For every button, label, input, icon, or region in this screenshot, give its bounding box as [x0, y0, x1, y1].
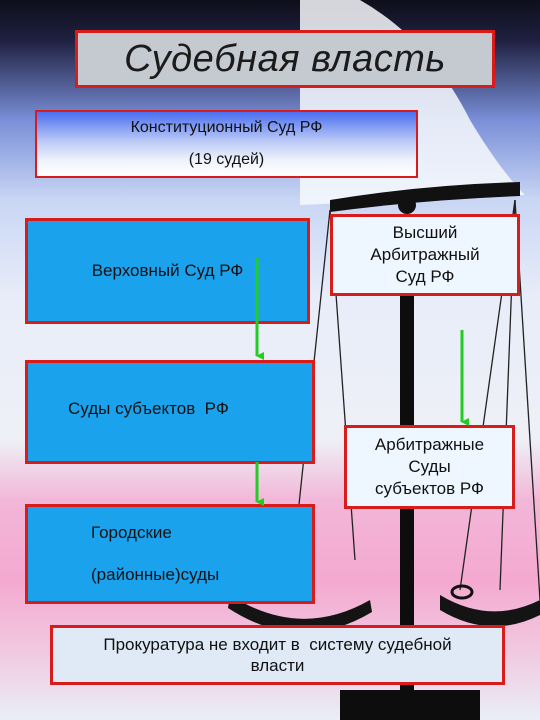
regional-courts-box: Суды субъектов РФ [25, 360, 315, 464]
supreme-court-box: Верховный Суд РФ [25, 218, 310, 324]
constitutional-court-judges: (19 судей) [188, 151, 265, 168]
regional-arbitration-line: субъектов РФ [375, 479, 484, 498]
district-courts-line: (районные)суды [91, 565, 220, 584]
note-line: власти [250, 656, 305, 675]
regional-arbitration-line: Суды [408, 457, 451, 476]
supreme-arbitration-line: Суд РФ [395, 267, 455, 286]
title-box: Судебная власть [75, 30, 495, 88]
supreme-arbitration-line: Арбитражный [370, 245, 480, 264]
district-courts-line: Городские [91, 523, 172, 542]
regional-courts-label: Суды субъектов РФ [68, 399, 229, 418]
district-courts-box: Городские (районные)суды [25, 504, 315, 604]
regional-arbitration-line: Арбитражные [374, 435, 485, 454]
supreme-arbitration-court-box: Высший Арбитражный Суд РФ [330, 214, 520, 296]
supreme-arbitration-line: Высший [392, 223, 458, 242]
supreme-court-label: Верховный Суд РФ [91, 261, 244, 280]
regional-arbitration-courts-box: Арбитражные Суды субъектов РФ [344, 425, 515, 509]
constitutional-court-box: Конституционный Суд РФ (19 судей) [35, 110, 418, 178]
constitutional-court-name: Конституционный Суд РФ [130, 119, 323, 136]
page-title: Судебная власть [124, 37, 446, 80]
note-box: Прокуратура не входит в систему судебной… [50, 625, 505, 685]
note-line: Прокуратура не входит в систему судебной [103, 635, 452, 654]
